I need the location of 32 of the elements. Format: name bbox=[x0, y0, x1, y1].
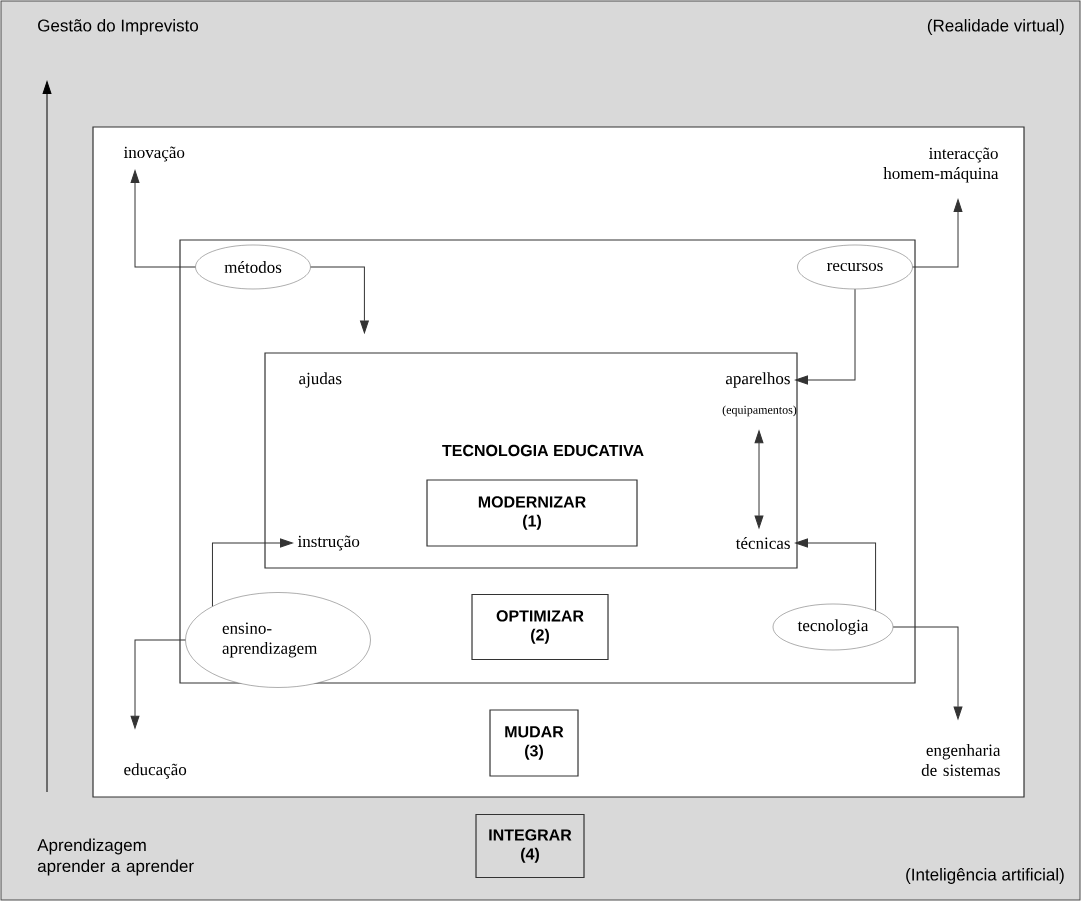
arrow bbox=[211, 538, 293, 607]
node-text: instrução bbox=[297, 535, 360, 551]
node-text: inovação bbox=[123, 146, 185, 162]
node-text: educação bbox=[124, 763, 187, 779]
ellipse-node: ensino- aprendizagem bbox=[185, 592, 371, 688]
arrow bbox=[795, 538, 877, 612]
arrow bbox=[912, 199, 963, 268]
step-box: MUDAR (3) bbox=[489, 709, 579, 777]
node-text: engenharia de sistemas bbox=[921, 744, 1001, 776]
outer-box bbox=[92, 126, 1025, 798]
corner-label: (Inteligência artificial) bbox=[906, 868, 1064, 884]
step-box: INTEGRAR (4) bbox=[475, 813, 585, 879]
ellipse-node: métodos bbox=[195, 244, 311, 290]
arrow bbox=[130, 639, 186, 729]
arrow bbox=[310, 266, 369, 334]
step-box: MODERNIZAR (1) bbox=[426, 479, 638, 547]
node-text: técnicas bbox=[735, 537, 790, 549]
arrow bbox=[795, 288, 856, 385]
arrow bbox=[892, 626, 963, 720]
step-box: OPTIMIZAR (2) bbox=[471, 593, 609, 661]
corner-label: Aprendizagem aprender a aprender bbox=[37, 838, 194, 876]
frame-box bbox=[179, 239, 916, 684]
node-text: interacção homem-máquina bbox=[883, 147, 999, 183]
arrow bbox=[130, 170, 196, 268]
corner-label: Gestão do Imprevisto bbox=[38, 19, 199, 35]
node-text: ajudas bbox=[299, 372, 342, 388]
node-text: aparelhos bbox=[725, 372, 790, 388]
note-text: (equipamentos) bbox=[722, 405, 797, 417]
ellipse-node: recursos bbox=[797, 244, 913, 290]
ellipse-node: tecnologia bbox=[772, 603, 894, 651]
arrow bbox=[754, 430, 764, 529]
corner-label: (Realidade virtual) bbox=[927, 19, 1064, 35]
